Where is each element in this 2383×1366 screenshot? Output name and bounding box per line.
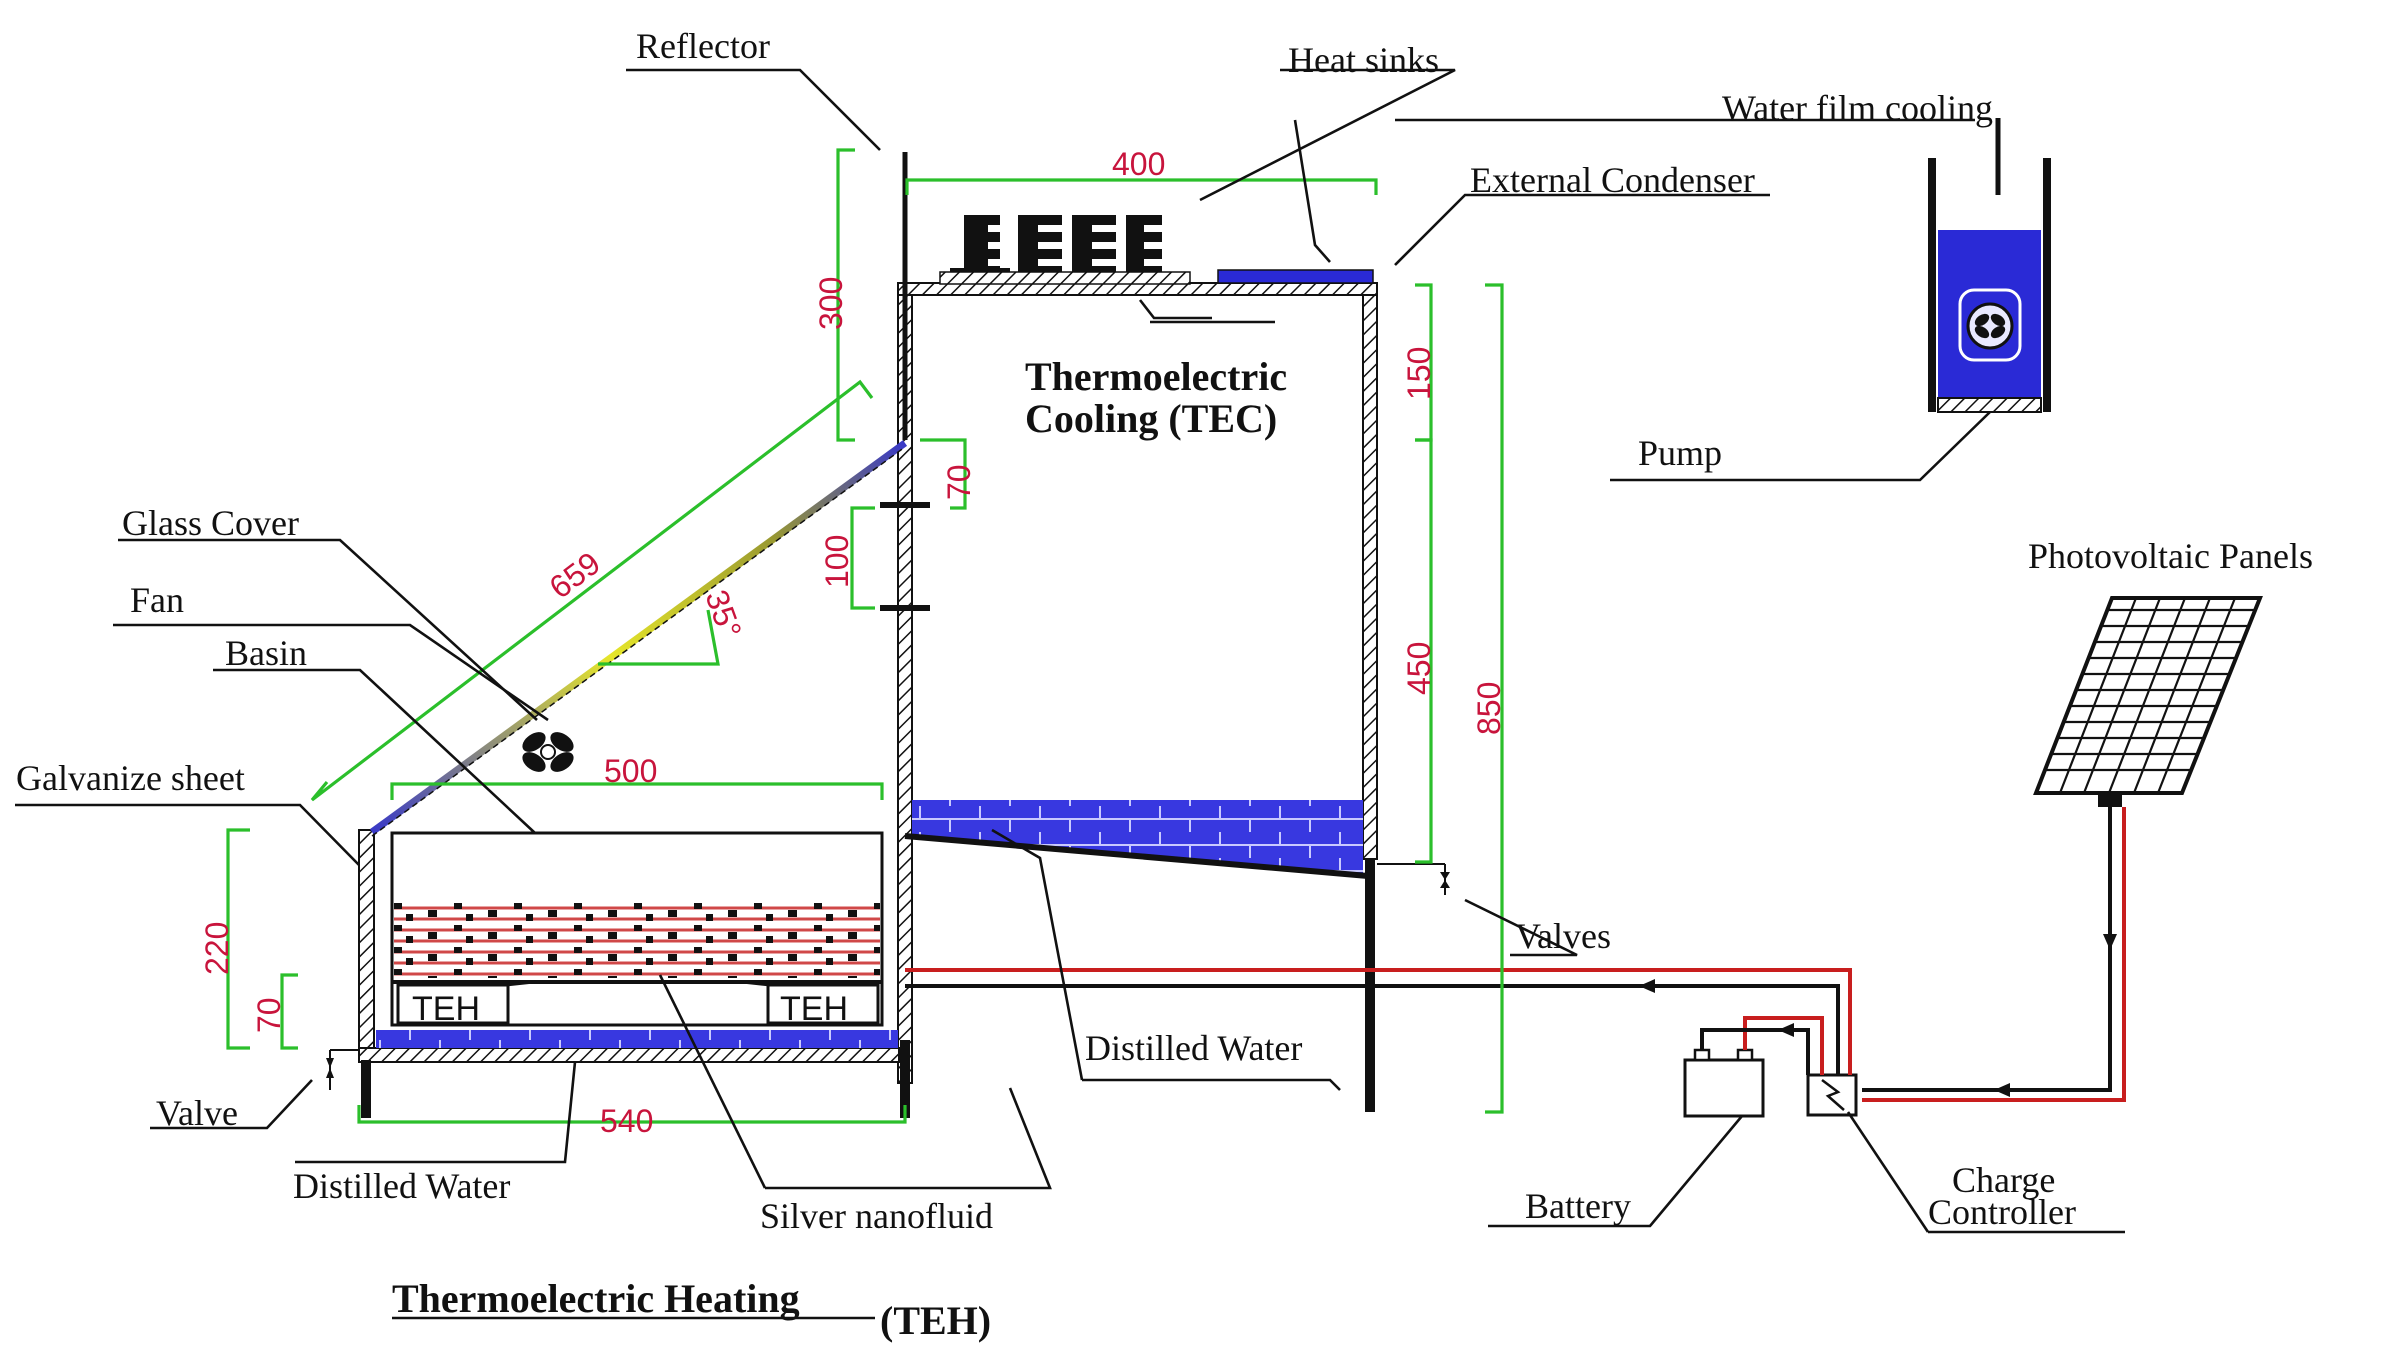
tec-right-wall [1362,282,1378,860]
heat-sink-1 [950,215,1010,278]
wiring [905,807,2126,1102]
glass-cover [369,440,908,835]
valve-basin [326,1049,359,1090]
dim-540: 540 [600,1103,653,1139]
heat-sink-4 [1126,215,1162,276]
charge-controller [1806,1073,1858,1117]
water-film-strip [1217,269,1374,284]
label-galvanize-sheet: Galvanize sheet [16,758,245,798]
dim-450: 450 [1401,642,1437,695]
label-tec-line1: Thermoelectric [1025,354,1287,399]
dim-400: 400 [1112,146,1165,182]
label-photovoltaic-panels: Photovoltaic Panels [2028,536,2313,576]
label-valves: Valves [1515,916,1611,956]
label-glass-cover: Glass Cover [122,503,299,543]
dimension-values: 400 300 150 70 100 659 35° 450 850 500 2… [199,146,1507,1139]
fan-icon [522,732,574,772]
heat-sinks [939,215,1191,285]
label-heat-sinks: Heat sinks [1288,40,1439,80]
label-battery: Battery [1525,1186,1631,1226]
dim-150: 150 [1401,347,1437,400]
battery [1683,1048,1765,1118]
basin-bottom [358,1047,900,1063]
label-charge-controller-2: Controller [1928,1192,2076,1232]
label-reflector: Reflector [636,26,770,66]
label-distilled-water-right: Distilled Water [1085,1028,1302,1068]
tec-distilled-water [912,800,1363,874]
teh-box-left [396,983,510,1025]
label-silver-nanofluid: Silver nanofluid [760,1196,993,1236]
basin-left-wall [358,829,375,1061]
label-valve: Valve [156,1093,238,1133]
pump-tank [1928,118,2051,413]
label-distilled-water-left: Distilled Water [293,1166,510,1206]
dimension-lines [226,148,1504,1124]
label-charge-controller-1: Charge [1952,1160,2055,1200]
label-fan: Fan [130,580,184,620]
photovoltaic-panel [2033,596,2263,807]
label-teh-left: TEH [412,990,480,1028]
dim-220: 220 [199,922,235,975]
tec-top-plate [897,282,1378,296]
heat-sink-base [939,271,1191,285]
dim-70-lower: 70 [251,997,287,1033]
basin-distilled-water [376,1030,898,1048]
tec-sloped-floor [904,833,1369,879]
label-pump: Pump [1638,433,1722,473]
heat-sink-3 [1072,215,1116,276]
heat-sink-2 [1018,215,1062,276]
dim-500: 500 [604,753,657,789]
dim-100: 100 [819,535,855,588]
label-basin: Basin [225,633,307,673]
label-teh-title-suffix: (TEH) [880,1298,991,1343]
label-external-condenser: External Condenser [1470,160,1755,200]
labels: Reflector Heat sinks Water film cooling … [16,26,2313,1343]
label-tec-line2: Cooling (TEC) [1025,396,1277,441]
teh-box-right [766,983,880,1025]
dim-35: 35° [698,585,748,643]
label-teh-right: TEH [780,990,848,1028]
dim-659: 659 [543,545,607,606]
dim-300: 300 [813,277,849,330]
dim-70-upper: 70 [941,464,977,500]
pump-icon [1966,302,2014,350]
tec-chamber [880,152,1378,1112]
leader-lines [15,68,2125,1320]
dim-850: 850 [1471,682,1507,735]
silver-nanofluid [394,902,880,978]
valve-tec [1377,863,1450,895]
basin-chamber [358,829,910,1118]
label-water-film-cooling: Water film cooling [1722,88,1993,128]
label-teh-title-main: Thermoelectric Heating [392,1276,800,1321]
